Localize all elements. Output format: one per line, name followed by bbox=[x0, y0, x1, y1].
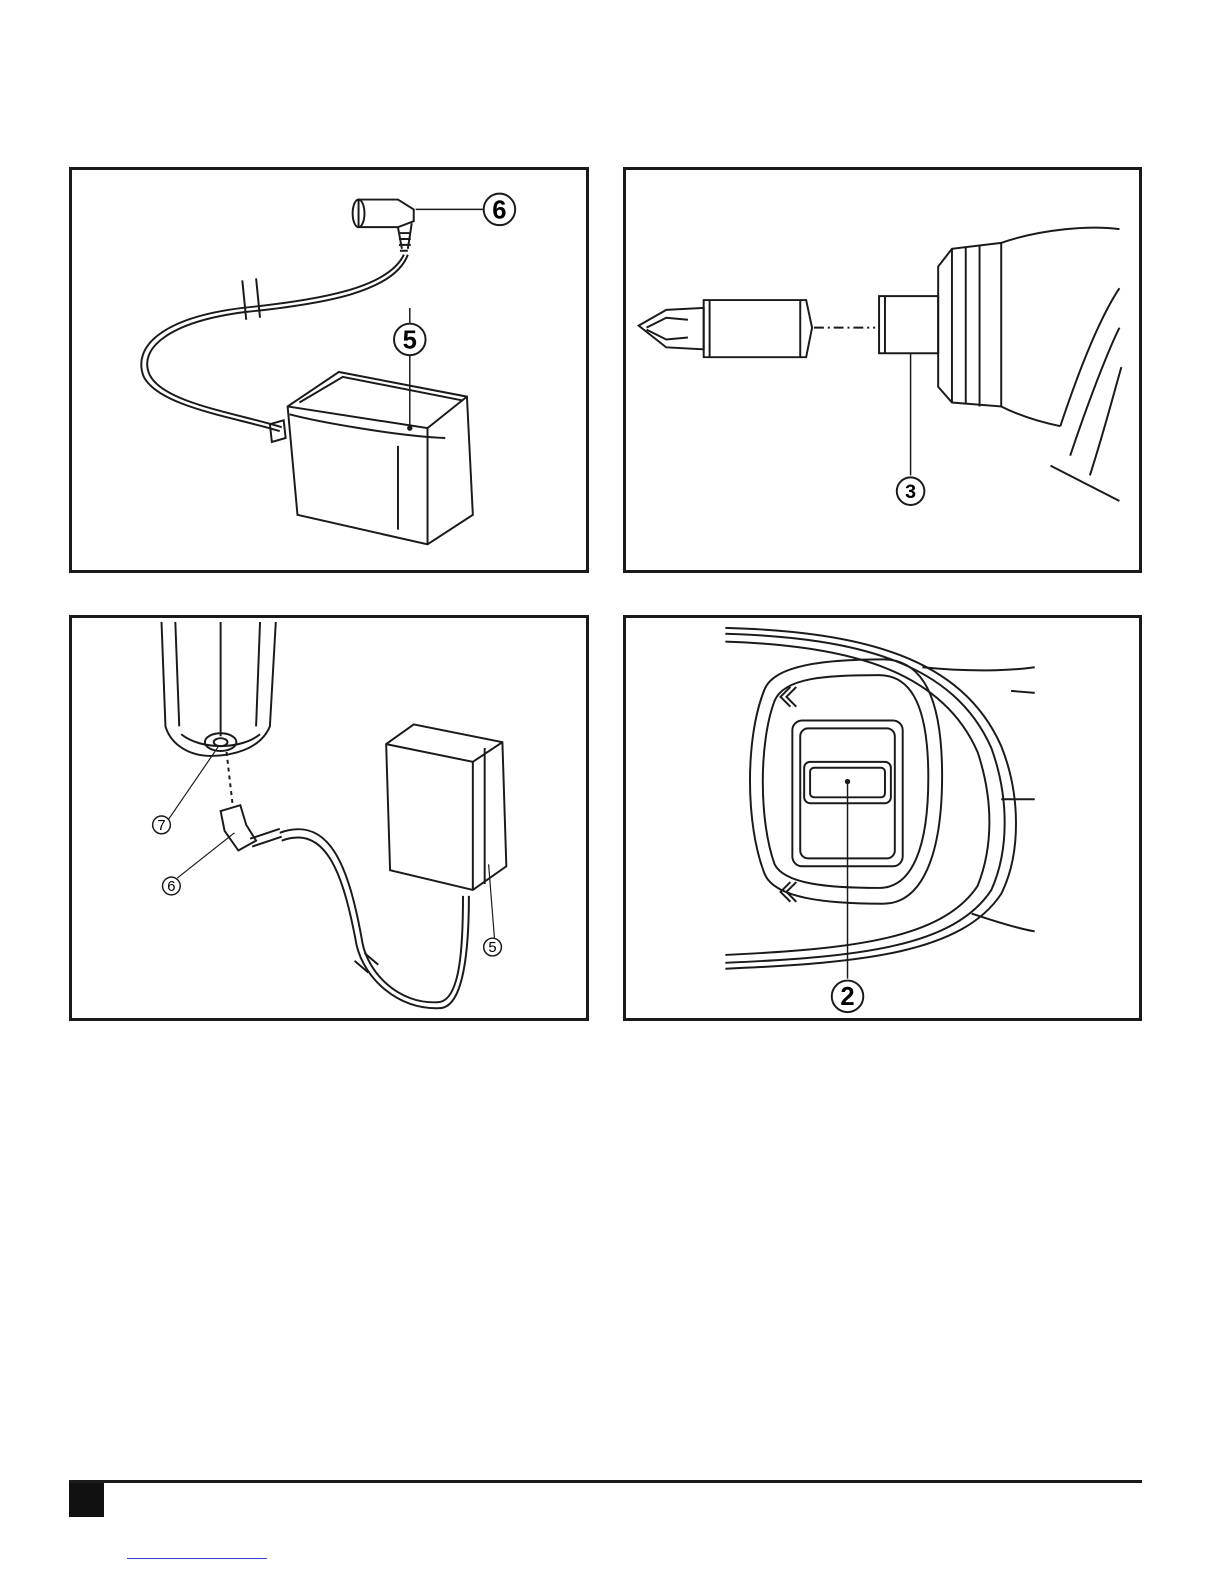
figure-charger-plug: 6 5 bbox=[69, 167, 589, 573]
footer-rule bbox=[69, 1480, 1142, 1483]
callout-6-fig3: 6 bbox=[167, 879, 175, 895]
page-marker-square bbox=[69, 1483, 104, 1517]
callout-5-fig1: 5 bbox=[403, 326, 417, 354]
footer-link-underline[interactable] bbox=[127, 1558, 267, 1559]
figure-direction-switch: 2 bbox=[623, 615, 1142, 1021]
callout-2-fig4: 2 bbox=[840, 983, 854, 1011]
bit-insertion-illustration: 3 bbox=[626, 170, 1139, 570]
figure-charging-connection: 7 6 5 bbox=[69, 615, 589, 1021]
charging-connection-illustration: 7 6 5 bbox=[72, 618, 586, 1018]
callout-6-fig1: 6 bbox=[492, 196, 506, 224]
figure-bit-insertion: 3 bbox=[623, 167, 1142, 573]
callout-3-fig2: 3 bbox=[905, 481, 916, 503]
direction-switch-illustration: 2 bbox=[626, 618, 1139, 1018]
callout-5-fig3: 5 bbox=[488, 940, 496, 956]
callout-7-fig3: 7 bbox=[157, 818, 165, 834]
charger-plug-illustration: 6 5 bbox=[72, 170, 586, 570]
